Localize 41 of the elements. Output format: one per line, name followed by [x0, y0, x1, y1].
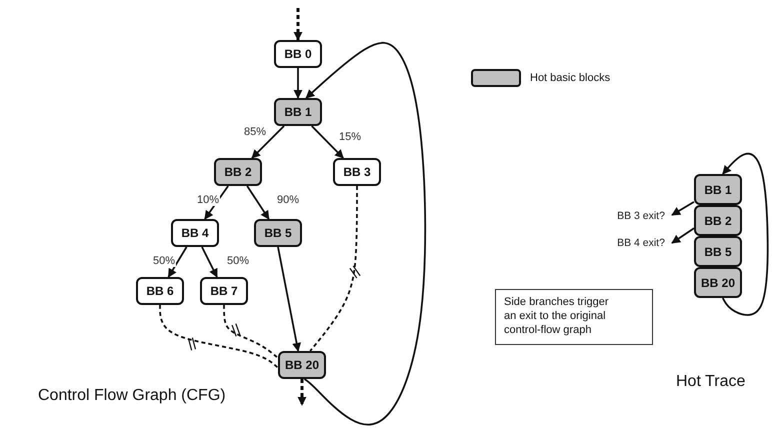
arrow	[722, 152, 769, 316]
edge-label: 50%	[226, 255, 250, 267]
edge-label: 85%	[243, 126, 268, 138]
basic-block: BB 7	[200, 277, 248, 305]
hot-block: BB 5	[254, 219, 302, 247]
hot-block: BB 2	[214, 158, 262, 186]
hot-block: BB 2	[694, 205, 742, 236]
exit-label: BB 4 exit?	[610, 236, 672, 250]
exit-label: BB 3 exit?	[610, 209, 672, 223]
hot-block: BB 1	[694, 174, 742, 205]
dashed-line	[223, 305, 279, 359]
dashed-line	[159, 305, 279, 368]
arrow	[201, 246, 218, 278]
hot-block: BB 20	[278, 351, 326, 379]
arrow	[246, 186, 270, 220]
basic-block: BB 0	[274, 40, 322, 68]
arrow	[251, 125, 285, 159]
hot-block: BB 1	[274, 98, 322, 126]
basic-block: BB 6	[136, 277, 184, 305]
arrow	[168, 246, 188, 278]
basic-block: BB 3	[333, 158, 381, 186]
arrow	[304, 42, 426, 426]
caption-text: Hot Trace	[676, 373, 746, 391]
arrow	[294, 68, 302, 99]
arrow	[671, 201, 694, 216]
arrow	[311, 125, 344, 159]
arrow	[277, 246, 302, 352]
edge-label: 90%	[276, 194, 300, 206]
edge-label: 50%	[152, 255, 176, 267]
arrow	[671, 228, 694, 244]
edge-label: 10%	[196, 194, 220, 206]
basic-block: BB 4	[171, 219, 219, 247]
caption-text: Control Flow Graph (CFG)	[38, 387, 226, 405]
hot-block: BB 5	[694, 236, 742, 267]
edge-label: 15%	[338, 131, 362, 143]
legend-text: Hot basic blocks	[530, 72, 610, 84]
note-box: Side branches trigger an exit to the original control-flow graph	[495, 289, 653, 345]
dashed-arrow	[294, 8, 302, 41]
hot-block: BB 20	[694, 267, 742, 298]
dashed-arrow	[298, 379, 306, 406]
dashed-line	[309, 186, 358, 352]
